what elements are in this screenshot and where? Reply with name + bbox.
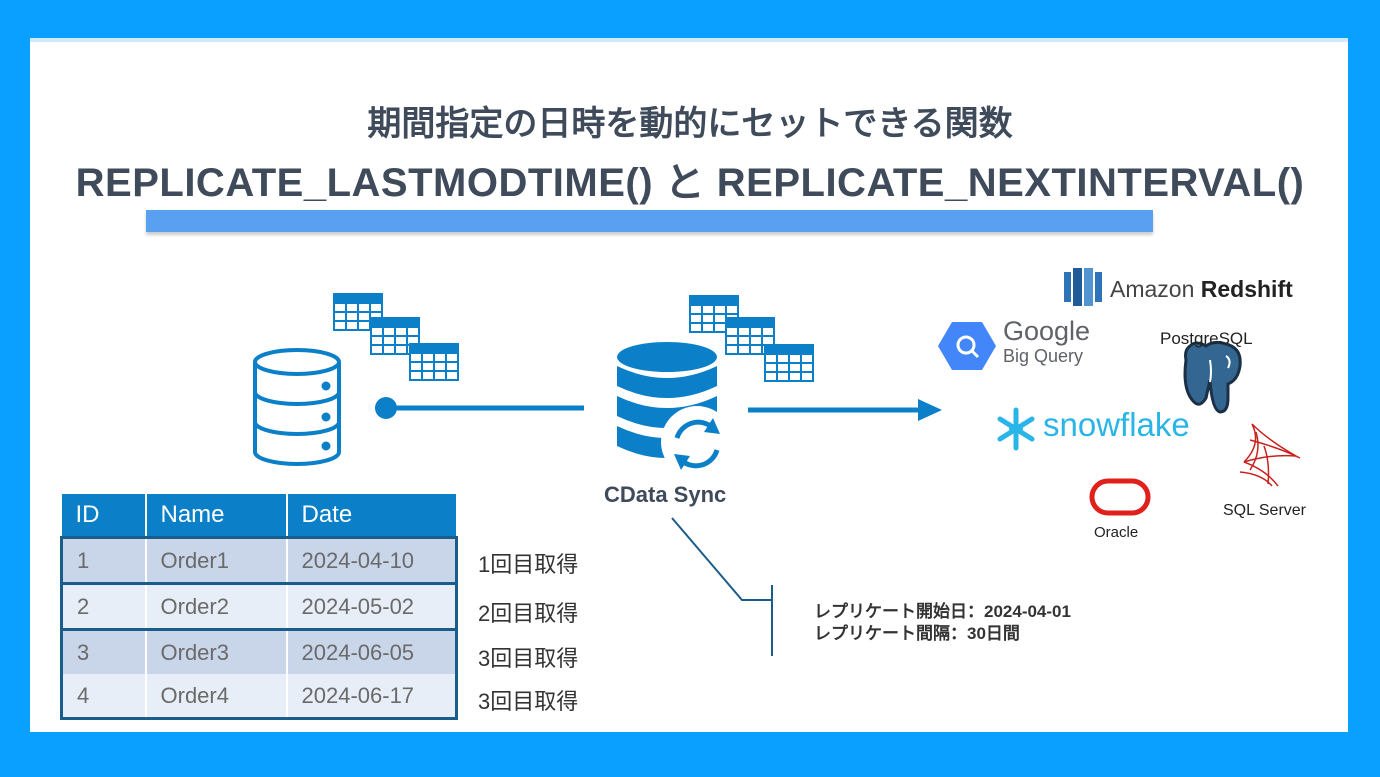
sync-label: CData Sync — [604, 482, 727, 507]
replication-interval: レプリケート間隔：30日間 — [814, 624, 1020, 643]
oracle-logo-text: Oracle — [1094, 524, 1139, 541]
callout-line — [671, 517, 773, 656]
frame-top-line — [30, 38, 1348, 42]
cell-name: Order4 — [145, 674, 288, 720]
cell-id: 1 — [60, 536, 147, 585]
table-icons-source — [333, 293, 459, 381]
table-icons-sync — [689, 295, 814, 382]
snowflake-icon — [997, 407, 1035, 451]
redshift-word1: Amazon — [1110, 276, 1195, 302]
column-header-date: Date — [286, 494, 458, 538]
postgresql-icon — [1183, 340, 1242, 414]
redshift-word2: Redshift — [1200, 276, 1293, 302]
orders-table: ID Name Date 1 Order1 2024-04-10 2 Order… — [60, 494, 458, 720]
cell-date: 2024-06-17 — [286, 674, 458, 720]
replication-note: レプリケート開始日：2024-04-01 レプリケート間隔：30日間 — [814, 601, 1071, 645]
oracle-icon — [1089, 478, 1151, 516]
title-line-2: REPLICATE_LASTMODTIME() と REPLICATE_NEXT… — [75, 161, 1305, 205]
column-header-name: Name — [145, 494, 288, 538]
table-row: 3 Order3 2024-06-05 — [60, 628, 458, 674]
cell-name: Order1 — [145, 536, 288, 585]
redshift-logo-text: Amazon Redshift — [1110, 276, 1293, 303]
cell-date: 2024-04-10 — [286, 536, 458, 585]
bigquery-icon — [938, 322, 996, 370]
cell-id: 3 — [60, 628, 147, 674]
replication-start-date: レプリケート開始日：2024-04-01 — [814, 602, 1071, 621]
table-header-row: ID Name Date — [61, 494, 458, 538]
table-row: 2 Order2 2024-05-02 — [60, 583, 458, 630]
title-underbar — [146, 210, 1153, 232]
cell-name: Order2 — [145, 583, 288, 630]
cell-id: 4 — [60, 674, 147, 720]
sync-database-icon — [617, 342, 733, 478]
postgresql-logo-text: PostgreSQL — [1160, 329, 1253, 348]
cell-date: 2024-06-05 — [286, 628, 458, 674]
cell-id: 2 — [60, 583, 147, 630]
fetch-label-2: 2回目取得 — [478, 601, 579, 626]
title-line-1: 期間指定の日時を動的にセットできる関数 — [367, 105, 1013, 143]
source-connector — [375, 397, 584, 419]
source-database-icon — [253, 348, 341, 466]
fetch-label-1: 1回目取得 — [478, 552, 579, 577]
fetch-label-3: 3回目取得 — [478, 646, 579, 671]
column-header-id: ID — [61, 494, 147, 538]
fetch-label-4: 3回目取得 — [478, 689, 579, 714]
snowflake-logo-text: snowflake — [1043, 406, 1190, 443]
cell-name: Order3 — [145, 628, 288, 674]
table-row: 1 Order1 2024-04-10 — [60, 536, 458, 585]
table-row: 4 Order4 2024-06-17 — [60, 674, 458, 720]
cell-date: 2024-05-02 — [286, 583, 458, 630]
destination-arrow — [748, 399, 942, 421]
sqlserver-icon — [1239, 423, 1301, 487]
redshift-icon — [1064, 268, 1102, 306]
sqlserver-logo-text: SQL Server — [1223, 502, 1306, 519]
bigquery-product-text: Big Query — [1003, 346, 1084, 366]
bigquery-google-text: Google — [1003, 316, 1091, 346]
